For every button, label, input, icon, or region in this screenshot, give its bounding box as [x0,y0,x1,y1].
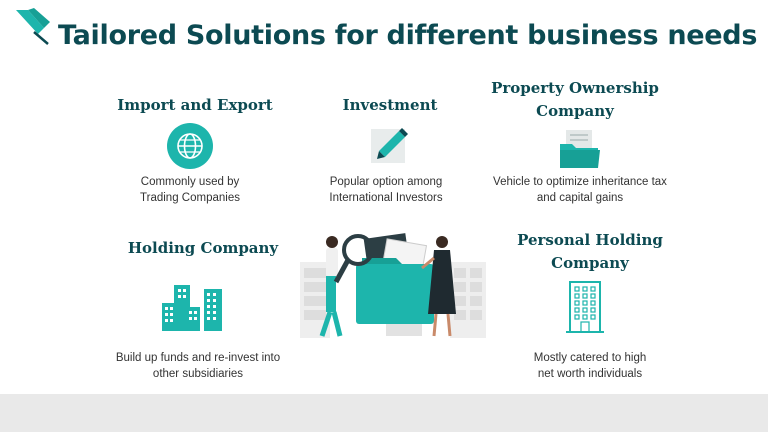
property-ownership-heading-line2: Company [536,102,614,120]
investment-desc-line2: International Investors [329,192,443,204]
people-with-magnifier-and-folder-illustration [300,233,486,338]
property-ownership-desc-line1: Vehicle to optimize inheritance tax [493,176,667,188]
import-export-desc-line1: Commonly used by [140,176,240,188]
pencil-icon [371,128,408,163]
personal-holding-desc-line2: net worth individuals [537,368,643,380]
property-ownership-description: Vehicle to optimize inheritance tax and … [480,174,680,206]
globe-icon [167,123,213,169]
footer-band [0,394,768,432]
property-ownership-heading: Property Ownership Company [470,77,680,123]
holding-company-desc-line2: other subsidiaries [152,368,244,380]
investment-heading: Investment [342,96,438,114]
pushpin-icon [16,8,50,45]
property-ownership-desc-line2: and capital gains [536,192,624,204]
import-export-description: Commonly used by Trading Companies [100,174,280,206]
personal-holding-heading-line2: Company [551,254,629,272]
property-ownership-heading-line1: Property Ownership [491,79,659,97]
city-buildings-icon [162,285,222,331]
import-export-desc-line2: Trading Companies [140,192,240,204]
folder-icon [560,130,600,168]
office-tower-icon [566,281,604,333]
import-export-heading: Import and Export [117,96,273,114]
holding-company-heading: Holding Company [127,239,279,257]
page-title: Tailored Solutions for different busines… [58,20,758,51]
investment-description: Popular option among International Inves… [296,174,476,206]
personal-holding-heading: Personal Holding Company [490,229,690,275]
holding-company-description: Build up funds and re-invest into other … [98,350,298,382]
slide: Tailored Solutions for different busines… [16,8,758,382]
investment-desc-line1: Popular option among [329,176,443,188]
personal-holding-description: Mostly catered to high net worth individ… [490,350,690,382]
holding-company-desc-line1: Build up funds and re-invest into [115,352,281,364]
personal-holding-heading-line1: Personal Holding [517,231,663,249]
personal-holding-desc-line1: Mostly catered to high [533,352,647,364]
